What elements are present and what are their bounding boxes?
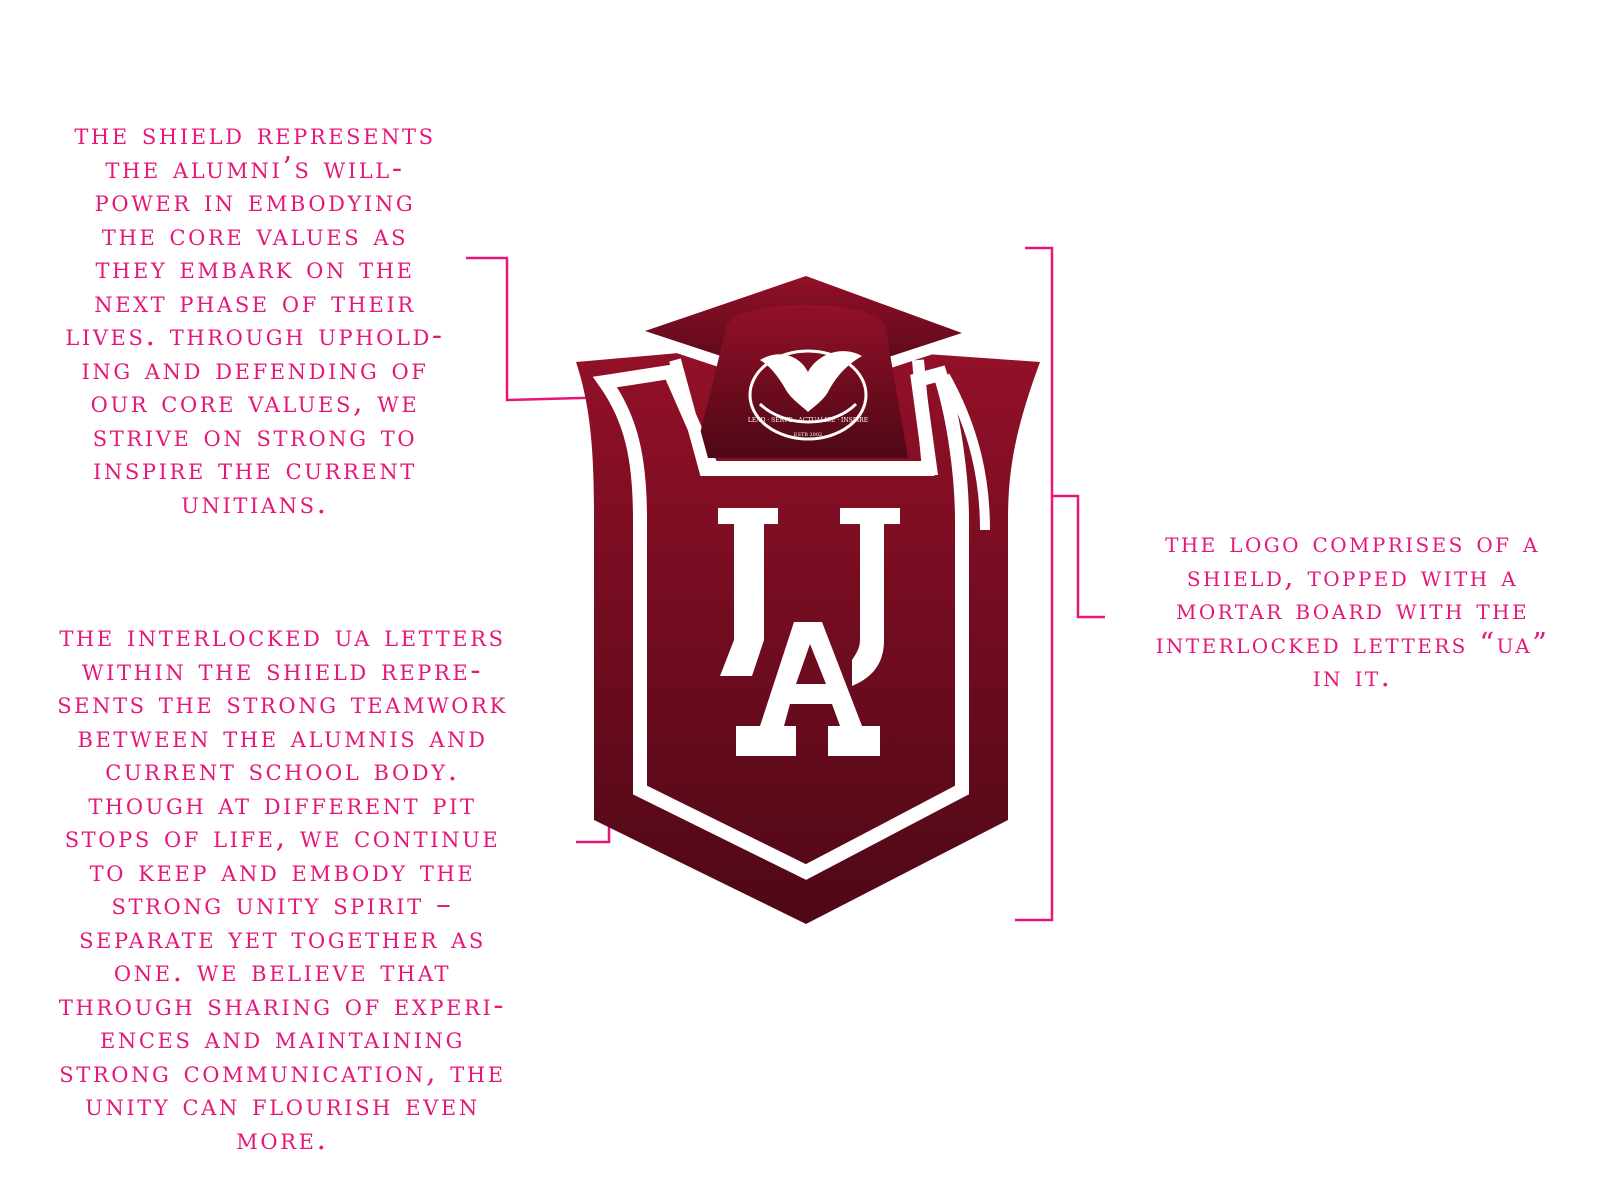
shield-annotation: The shield represents the Alumni’s will-… [20, 118, 490, 520]
logo-bracket [1015, 246, 1054, 922]
annotation-line: shield, topped with a [1186, 558, 1519, 593]
monogram-letter-u [718, 508, 900, 686]
annotation-line: sents the strong teamwork [57, 686, 508, 721]
annotation-line: the core values as [101, 217, 409, 253]
annotation-line: Unity can flourish even [85, 1088, 480, 1123]
logo-annotation: The logo comprises of a shield, topped w… [1105, 525, 1600, 694]
annotation-line: The interlocked UA letters [59, 619, 506, 654]
annotation-line: lives. Through uphold- [65, 318, 445, 353]
annotation-line: our core values, we [90, 385, 420, 420]
annotation-line: The logo comprises of a [1165, 525, 1540, 559]
annotation-line: between the Alumnis and [77, 719, 488, 755]
annotation-line: The shield represents [74, 117, 436, 152]
letters-annotation: The interlocked UA letters within the sh… [10, 620, 555, 1156]
annotation-line: separate yet together as [79, 920, 486, 956]
annotation-line: inspire the current [93, 452, 417, 487]
eagle-crest-icon: LEAD · SERVE · ACTUALISE · INSPIRE ESTB … [748, 349, 868, 441]
annotation-line: stops of life, we continue [64, 820, 501, 855]
annotation-line: ences and maintaining [99, 1021, 466, 1056]
annotation-line: to keep and embody the [89, 853, 476, 889]
annotation-line: ing and defending of [81, 351, 429, 387]
annotation-line: in it. [1312, 659, 1393, 693]
annotation-line: Though at different pit [88, 786, 477, 822]
annotation-line: within the shield repre- [81, 652, 484, 688]
annotation-line: through sharing of experi- [58, 987, 507, 1023]
shield-leader-line [466, 256, 657, 402]
annotation-line: strong Unity spirit – [111, 887, 454, 922]
crest-ribbon-text: LEAD · SERVE · ACTUALISE · INSPIRE [748, 417, 868, 424]
unity-alumni-logo: LEAD · SERVE · ACTUALISE · INSPIRE ESTB … [576, 276, 1040, 924]
annotation-line: current school body. [105, 753, 460, 788]
annotation-line: interlocked letters “UA” [1155, 625, 1550, 660]
annotation-line: Unitians. [181, 485, 329, 521]
annotation-line: more. [236, 1121, 329, 1157]
mortar-cap-outline [669, 358, 935, 476]
annotation-line: strong communication, the [59, 1054, 506, 1090]
annotation-line: strive on strong to [92, 418, 418, 454]
annotation-line: one. We believe that [113, 954, 452, 989]
annotation-line: power in embodying [94, 184, 416, 219]
crest-year-text: ESTB 2002 [794, 432, 822, 438]
shield-side-stripe [940, 373, 990, 531]
annotation-line: mortar board with the [1175, 592, 1529, 626]
logo-leader-line [1052, 494, 1105, 619]
monogram-letter-a [736, 622, 880, 756]
annotation-line: the Alumni’s will- [105, 150, 405, 186]
annotation-line: next phase of their [94, 284, 416, 320]
annotation-line: they embark on the [95, 251, 415, 286]
